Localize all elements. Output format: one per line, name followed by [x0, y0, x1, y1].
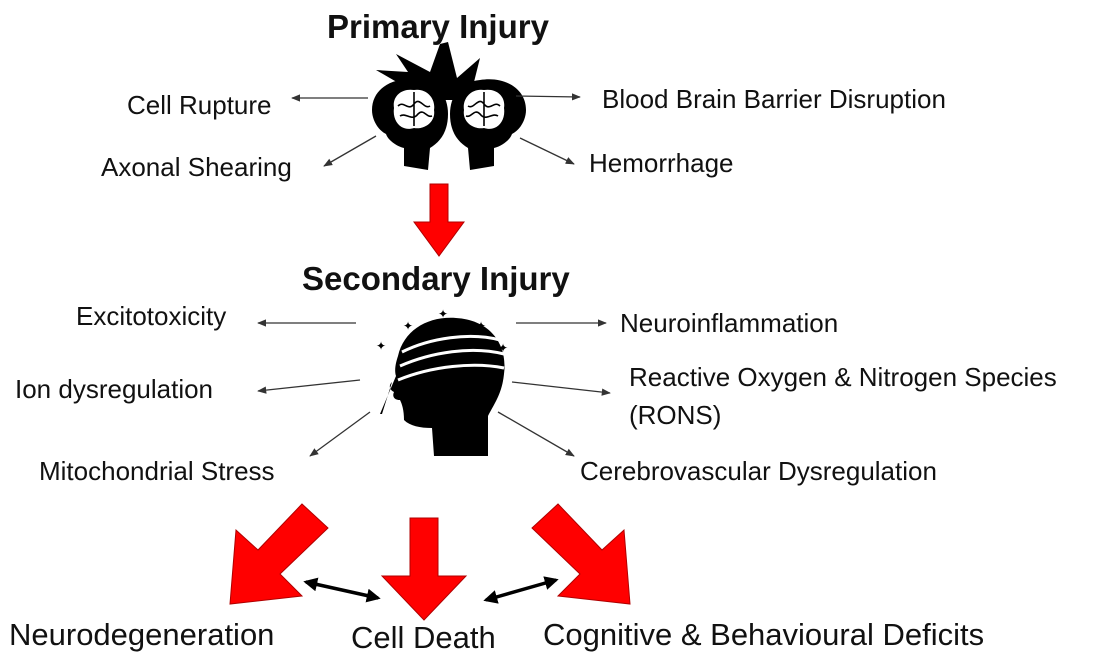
cell-death-label: Cell Death: [351, 620, 496, 656]
secondary-injury-title: Secondary Injury: [302, 260, 570, 298]
to-neurodegeneration-arrow: [230, 504, 328, 604]
celldeath-cognitive-link: [486, 580, 556, 600]
injured-head-icon: ✦ ✦ ✦ ✦ ✦: [376, 307, 508, 456]
ion-dysregulation-label: Ion dysregulation: [15, 374, 213, 404]
hemorrhage-label: Hemorrhage: [589, 148, 734, 178]
neurodegeneration-label: Neurodegeneration: [9, 617, 274, 653]
colliding-heads-icon: [372, 42, 526, 170]
rons-label-line1: Reactive Oxygen & Nitrogen Species: [629, 362, 1057, 392]
neuro-celldeath-link: [306, 582, 378, 598]
svg-text:✦: ✦: [476, 319, 486, 333]
svg-text:✦: ✦: [403, 319, 413, 333]
excitotoxicity-label: Excitotoxicity: [76, 301, 226, 331]
primary-to-secondary-arrow: [414, 184, 464, 256]
bbb-disruption-label: Blood Brain Barrier Disruption: [602, 84, 946, 114]
primary-injury-title: Primary Injury: [327, 8, 549, 46]
cerebrovascular-label: Cerebrovascular Dysregulation: [580, 456, 937, 486]
axonal-shearing-label: Axonal Shearing: [101, 152, 292, 182]
cell-rupture-label: Cell Rupture: [127, 90, 272, 120]
svg-text:✦: ✦: [498, 341, 508, 355]
cognitive-deficits-label: Cognitive & Behavioural Deficits: [543, 617, 984, 653]
svg-text:✦: ✦: [438, 307, 448, 321]
mitochondrial-stress-label: Mitochondrial Stress: [39, 456, 275, 486]
svg-text:✦: ✦: [376, 339, 386, 353]
neuroinflammation-label: Neuroinflammation: [620, 308, 838, 338]
rons-label-line2: (RONS): [629, 400, 721, 430]
to-cognitive-arrow: [532, 504, 630, 604]
to-cell-death-arrow: [382, 518, 466, 620]
